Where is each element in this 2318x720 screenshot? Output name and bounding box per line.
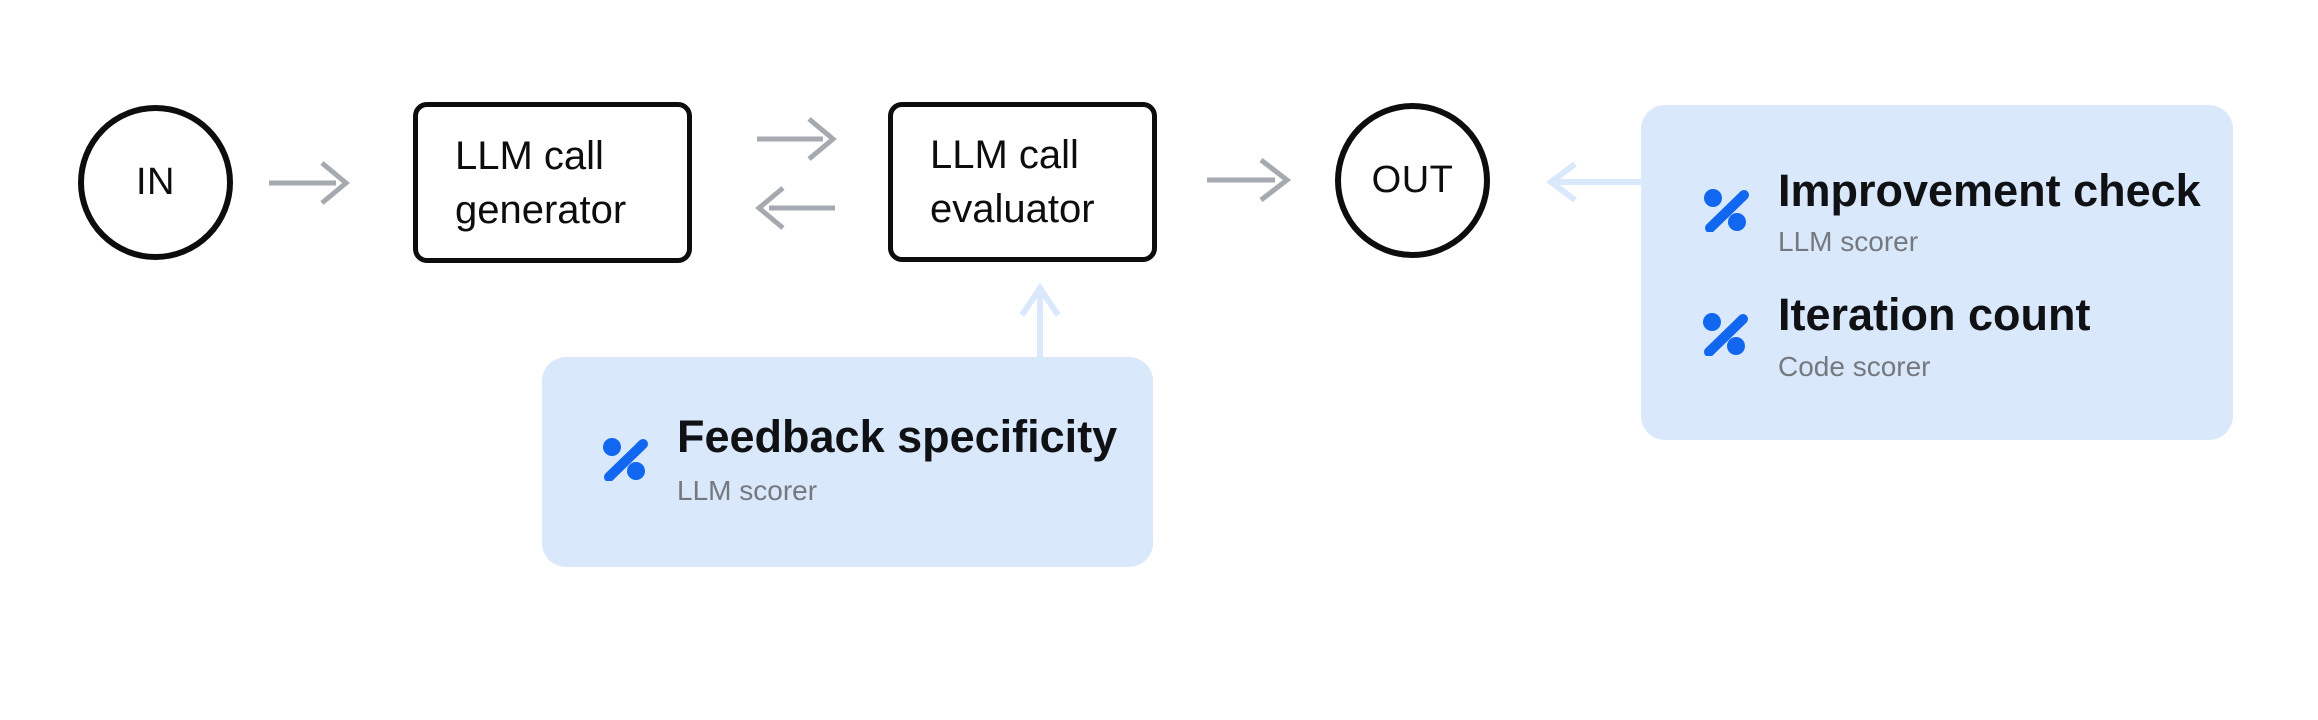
scorer-subtitle: LLM scorer (677, 475, 818, 506)
scorer-item[interactable]: Feedback specificity LLM scorer (542, 414, 1153, 544)
arrow-generator-to-evaluator-icon (757, 117, 837, 161)
input-node-label: IN (136, 161, 175, 203)
generator-node-label: LLM call generator (455, 133, 627, 232)
arrow-evaluator-to-output-icon (1207, 158, 1292, 202)
percent-scorer-icon (1704, 189, 1749, 232)
scorer-item[interactable]: Iteration count Code scorer (1641, 292, 2233, 412)
percent-scorer-icon (603, 438, 648, 481)
scorer-title: Iteration count (1778, 289, 2091, 340)
arrow-input-to-generator-icon (269, 161, 350, 205)
evaluator-node[interactable]: LLM call evaluator (888, 102, 1157, 262)
input-node[interactable]: IN (78, 105, 233, 260)
evaluator-node-label: LLM call evaluator (930, 133, 1095, 231)
output-node-label: OUT (1371, 159, 1454, 201)
arrow-scorers-to-output-icon (1546, 161, 1641, 203)
output-scorers-card[interactable]: Improvement check LLM scorer Iteration c… (1641, 105, 2233, 440)
arrow-scorer-to-evaluator-icon (1019, 283, 1061, 357)
arrow-evaluator-to-generator-icon (755, 186, 835, 230)
generator-node[interactable]: LLM call generator (413, 102, 692, 263)
scorer-title: Feedback specificity (677, 411, 1118, 462)
percent-scorer-icon (1703, 313, 1748, 356)
output-node[interactable]: OUT (1335, 103, 1490, 258)
scorer-subtitle: LLM scorer (1778, 226, 1919, 257)
scorer-item[interactable]: Improvement check LLM scorer (1641, 168, 2233, 288)
evaluator-scorers-card[interactable]: Feedback specificity LLM scorer (542, 357, 1153, 567)
scorer-subtitle: Code scorer (1778, 351, 1931, 382)
scorer-title: Improvement check (1778, 165, 2201, 216)
